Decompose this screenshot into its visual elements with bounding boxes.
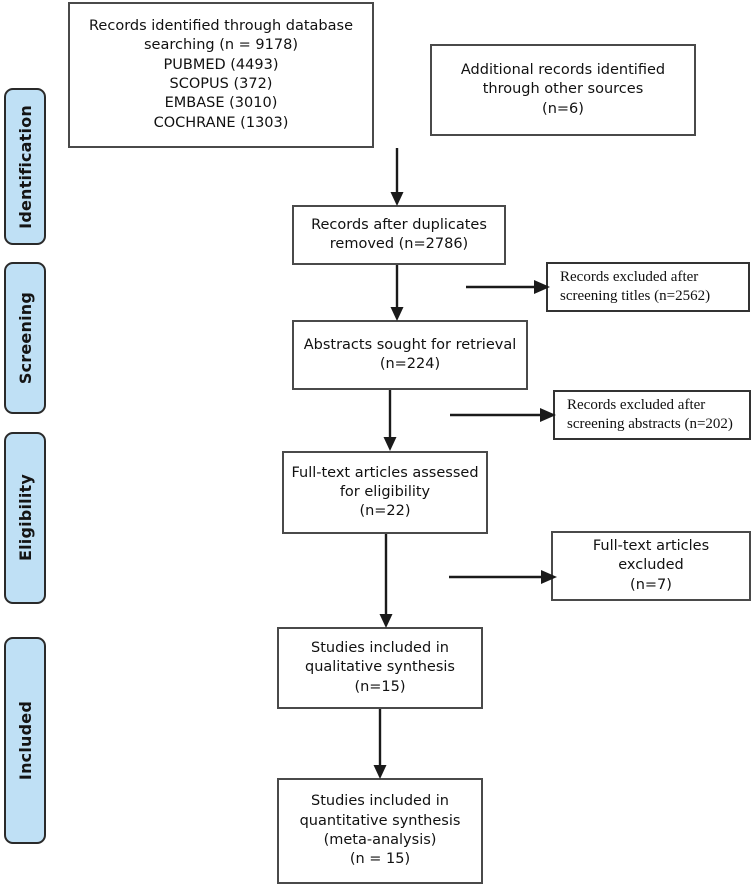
arrow-fulltext-to-qualitative [379, 534, 393, 628]
box-additional-records-text: Additional records identified through ot… [460, 62, 666, 117]
box-records-after-duplicates: Records after duplicates removed (n=2786… [292, 205, 506, 265]
box-records-identified-database-text: Records identified through database sear… [89, 18, 353, 131]
box-abstracts-sought: Abstracts sought for retrieval (n=224) [292, 320, 528, 390]
box-quantitative-synthesis-text: Studies included in quantitative synthes… [299, 793, 461, 868]
arrow-to-fulltext-excluded [449, 570, 557, 584]
box-records-excluded-titles-text: Records excluded after screening titles … [560, 268, 711, 305]
arrow-to-excluded-titles [466, 280, 550, 294]
box-abstracts-sought-text: Abstracts sought for retrieval (n=224) [303, 336, 517, 372]
box-records-excluded-titles: Records excluded after screening titles … [546, 262, 750, 312]
box-fulltext-assessed-text: Full-text articles assessed for eligibil… [291, 464, 479, 520]
stage-bar-screening: Screening [4, 262, 46, 414]
stage-label-screening: Screening [15, 291, 35, 385]
box-records-identified-database: Records identified through database sear… [68, 2, 374, 148]
stage-label-included: Included [15, 700, 35, 781]
arrow-duplicates-to-abstracts [390, 265, 404, 321]
arrow-identification-to-duplicates [390, 148, 404, 206]
box-records-excluded-abstracts-text: Records excluded after screening abstrac… [567, 396, 733, 433]
box-qualitative-synthesis: Studies included in qualitative synthesi… [277, 627, 483, 709]
arrow-abstracts-to-fulltext [383, 390, 397, 451]
arrow-qualitative-to-quantitative [373, 709, 387, 779]
stage-label-identification: Identification [15, 104, 35, 229]
box-additional-records: Additional records identified through ot… [430, 44, 696, 136]
box-records-after-duplicates-text: Records after duplicates removed (n=2786… [311, 216, 487, 252]
stage-bar-eligibility: Eligibility [4, 432, 46, 604]
box-fulltext-excluded-text: Full-text articles excluded (n=7) [592, 538, 710, 593]
stage-bar-identification: Identification [4, 88, 46, 245]
arrow-to-excluded-abstracts [450, 408, 556, 422]
box-fulltext-excluded: Full-text articles excluded (n=7) [551, 531, 751, 601]
stage-label-eligibility: Eligibility [15, 474, 35, 562]
box-quantitative-synthesis: Studies included in quantitative synthes… [277, 778, 483, 884]
stage-bar-included: Included [4, 637, 46, 844]
box-qualitative-synthesis-text: Studies included in qualitative synthesi… [305, 640, 455, 695]
box-records-excluded-abstracts: Records excluded after screening abstrac… [553, 390, 751, 440]
box-fulltext-assessed: Full-text articles assessed for eligibil… [282, 451, 488, 534]
